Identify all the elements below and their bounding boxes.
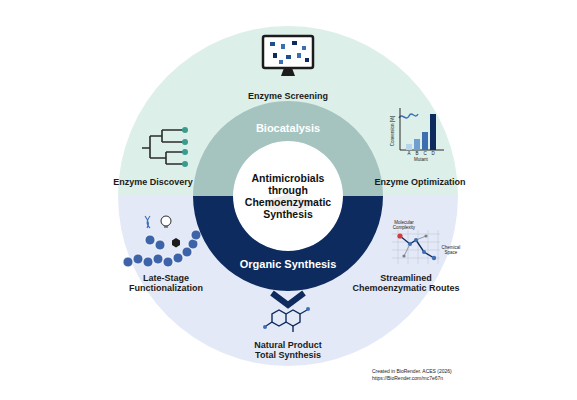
tick-label: A: [407, 151, 410, 156]
outer-disc: [118, 26, 458, 366]
center-circle: Antimicrobials through Chemoenzymatic Sy…: [233, 141, 343, 251]
peptide-chain-icon-part: [145, 216, 150, 228]
peptide-chain-icon-part-part: [153, 254, 163, 264]
ring-half: Biocatalysis: [193, 101, 383, 196]
peptide-chain-icon-part: [161, 216, 171, 226]
peptide-chain-icon-part-part: [133, 254, 143, 264]
tick-label: B: [415, 151, 418, 156]
molecule-icon: [263, 307, 310, 332]
monitor-icon-part: [281, 68, 295, 76]
section-label: Enzyme Screening: [248, 91, 328, 101]
phylogenetic-tree-icon-part: [182, 161, 188, 167]
section-label: Natural Product Total Synthesis: [248, 340, 328, 361]
ring-fill: [193, 196, 383, 291]
phylogenetic-tree-icon: [142, 127, 188, 167]
credit-note: Created in BioRender. ACES (2026): [372, 369, 452, 375]
peptide-chain-icon-part-part: [145, 235, 155, 245]
chemical-space-icon: [392, 230, 440, 264]
peptide-chain-icon-part-part: [143, 257, 153, 267]
bar-chart-icon-part: [430, 114, 436, 150]
phylogenetic-tree-icon-part: [182, 127, 188, 133]
peptide-chain-icon-part-part: [123, 257, 133, 267]
chemical-space-icon-part: [432, 256, 436, 260]
monitor-icon-part: [281, 44, 285, 49]
monitor-icon-part: [273, 53, 277, 58]
tick-label: C: [423, 151, 426, 156]
chemical-space-icon-part: [392, 230, 440, 264]
phylogenetic-tree-icon-part: [182, 139, 188, 145]
direction-chevrons-part: [272, 293, 304, 305]
monitor-icon-part: [297, 53, 301, 58]
peptide-chain-icon-part: [164, 227, 168, 228]
monitor-icon-part: [302, 46, 306, 50]
monitor-icon: [263, 36, 313, 76]
chemical-space-icon-part: [422, 250, 426, 254]
monitor-icon-part: [305, 58, 309, 62]
circle-fill: [233, 141, 343, 251]
molecule-icon-part: [272, 310, 286, 326]
bar-chart-icon-part: [399, 114, 418, 118]
bar-chart-icon: [399, 108, 444, 150]
section-label: Late-Stage Functionalization: [126, 273, 206, 294]
molecule-icon-part: [306, 307, 310, 311]
phylogenetic-tree-icon-part: [182, 149, 188, 155]
chemical-space-icon-part: [414, 238, 418, 242]
peptide-chain-icon-part-part: [155, 240, 165, 250]
peptide-chain-icon-part: [123, 230, 201, 267]
monitor-icon-part: [286, 55, 291, 59]
peptide-chain-icon-part-part: [188, 239, 198, 249]
bar-chart-icon-part: [422, 132, 428, 150]
node-label: Biocatalysis: [233, 122, 343, 135]
chemical-space-icon-part: [404, 236, 426, 256]
bar-chart-icon-part: [406, 144, 412, 150]
chemical-space-icon-part: [408, 242, 412, 246]
peptide-chain-icon-part-part: [191, 230, 201, 240]
chemical-space-icon-part: [400, 236, 434, 258]
peptide-chain-icon-part: [172, 238, 180, 248]
node-label: Antimicrobials through Chemoenzymatic Sy…: [240, 172, 336, 220]
molecule-icon-part: [286, 310, 300, 326]
monitor-icon-part: [263, 36, 313, 68]
chemical-space-icon-part-part: [392, 230, 440, 264]
axis-label: Conversion [%]: [390, 116, 395, 147]
peptide-chain-icon-part-part: [163, 257, 173, 267]
monitor-icon-part: [292, 41, 297, 45]
monitor-icon-part: [279, 60, 283, 64]
tick-label: D: [431, 151, 434, 156]
section-label: Enzyme Discovery: [113, 177, 193, 187]
section-label: Streamlined Chemoenzymatic Routes: [350, 273, 462, 294]
axis-label: Chemical Space: [439, 245, 463, 255]
chemical-space-icon-part: [402, 254, 405, 257]
bar-chart-icon-part: [400, 108, 444, 150]
phylogenetic-tree-icon-part: [142, 130, 184, 164]
peptide-chain-icon: [123, 216, 201, 267]
section-label: Enzyme Optimization: [374, 177, 465, 187]
node-label: Organic Synthesis: [228, 258, 348, 271]
axis-label: Mutant: [414, 157, 428, 162]
molecule-icon-part: [266, 310, 307, 332]
ring-half-outline: [193, 196, 383, 291]
bar-chart-icon-part: [414, 139, 420, 150]
ring-half-outline: [193, 101, 383, 196]
chemical-space-icon-part: [424, 234, 427, 237]
ring-fill: [193, 101, 383, 196]
molecule-icon-part: [263, 325, 267, 329]
ring-half: Organic Synthesis: [193, 196, 383, 291]
chemical-space-icon-part: [397, 233, 402, 238]
axis-label: Molecular Complexity: [388, 220, 420, 230]
credit-note: https://BioRender.com/mc7e67n: [372, 376, 443, 382]
monitor-icon-part: [270, 42, 275, 46]
peptide-chain-icon-part-part: [173, 253, 183, 263]
